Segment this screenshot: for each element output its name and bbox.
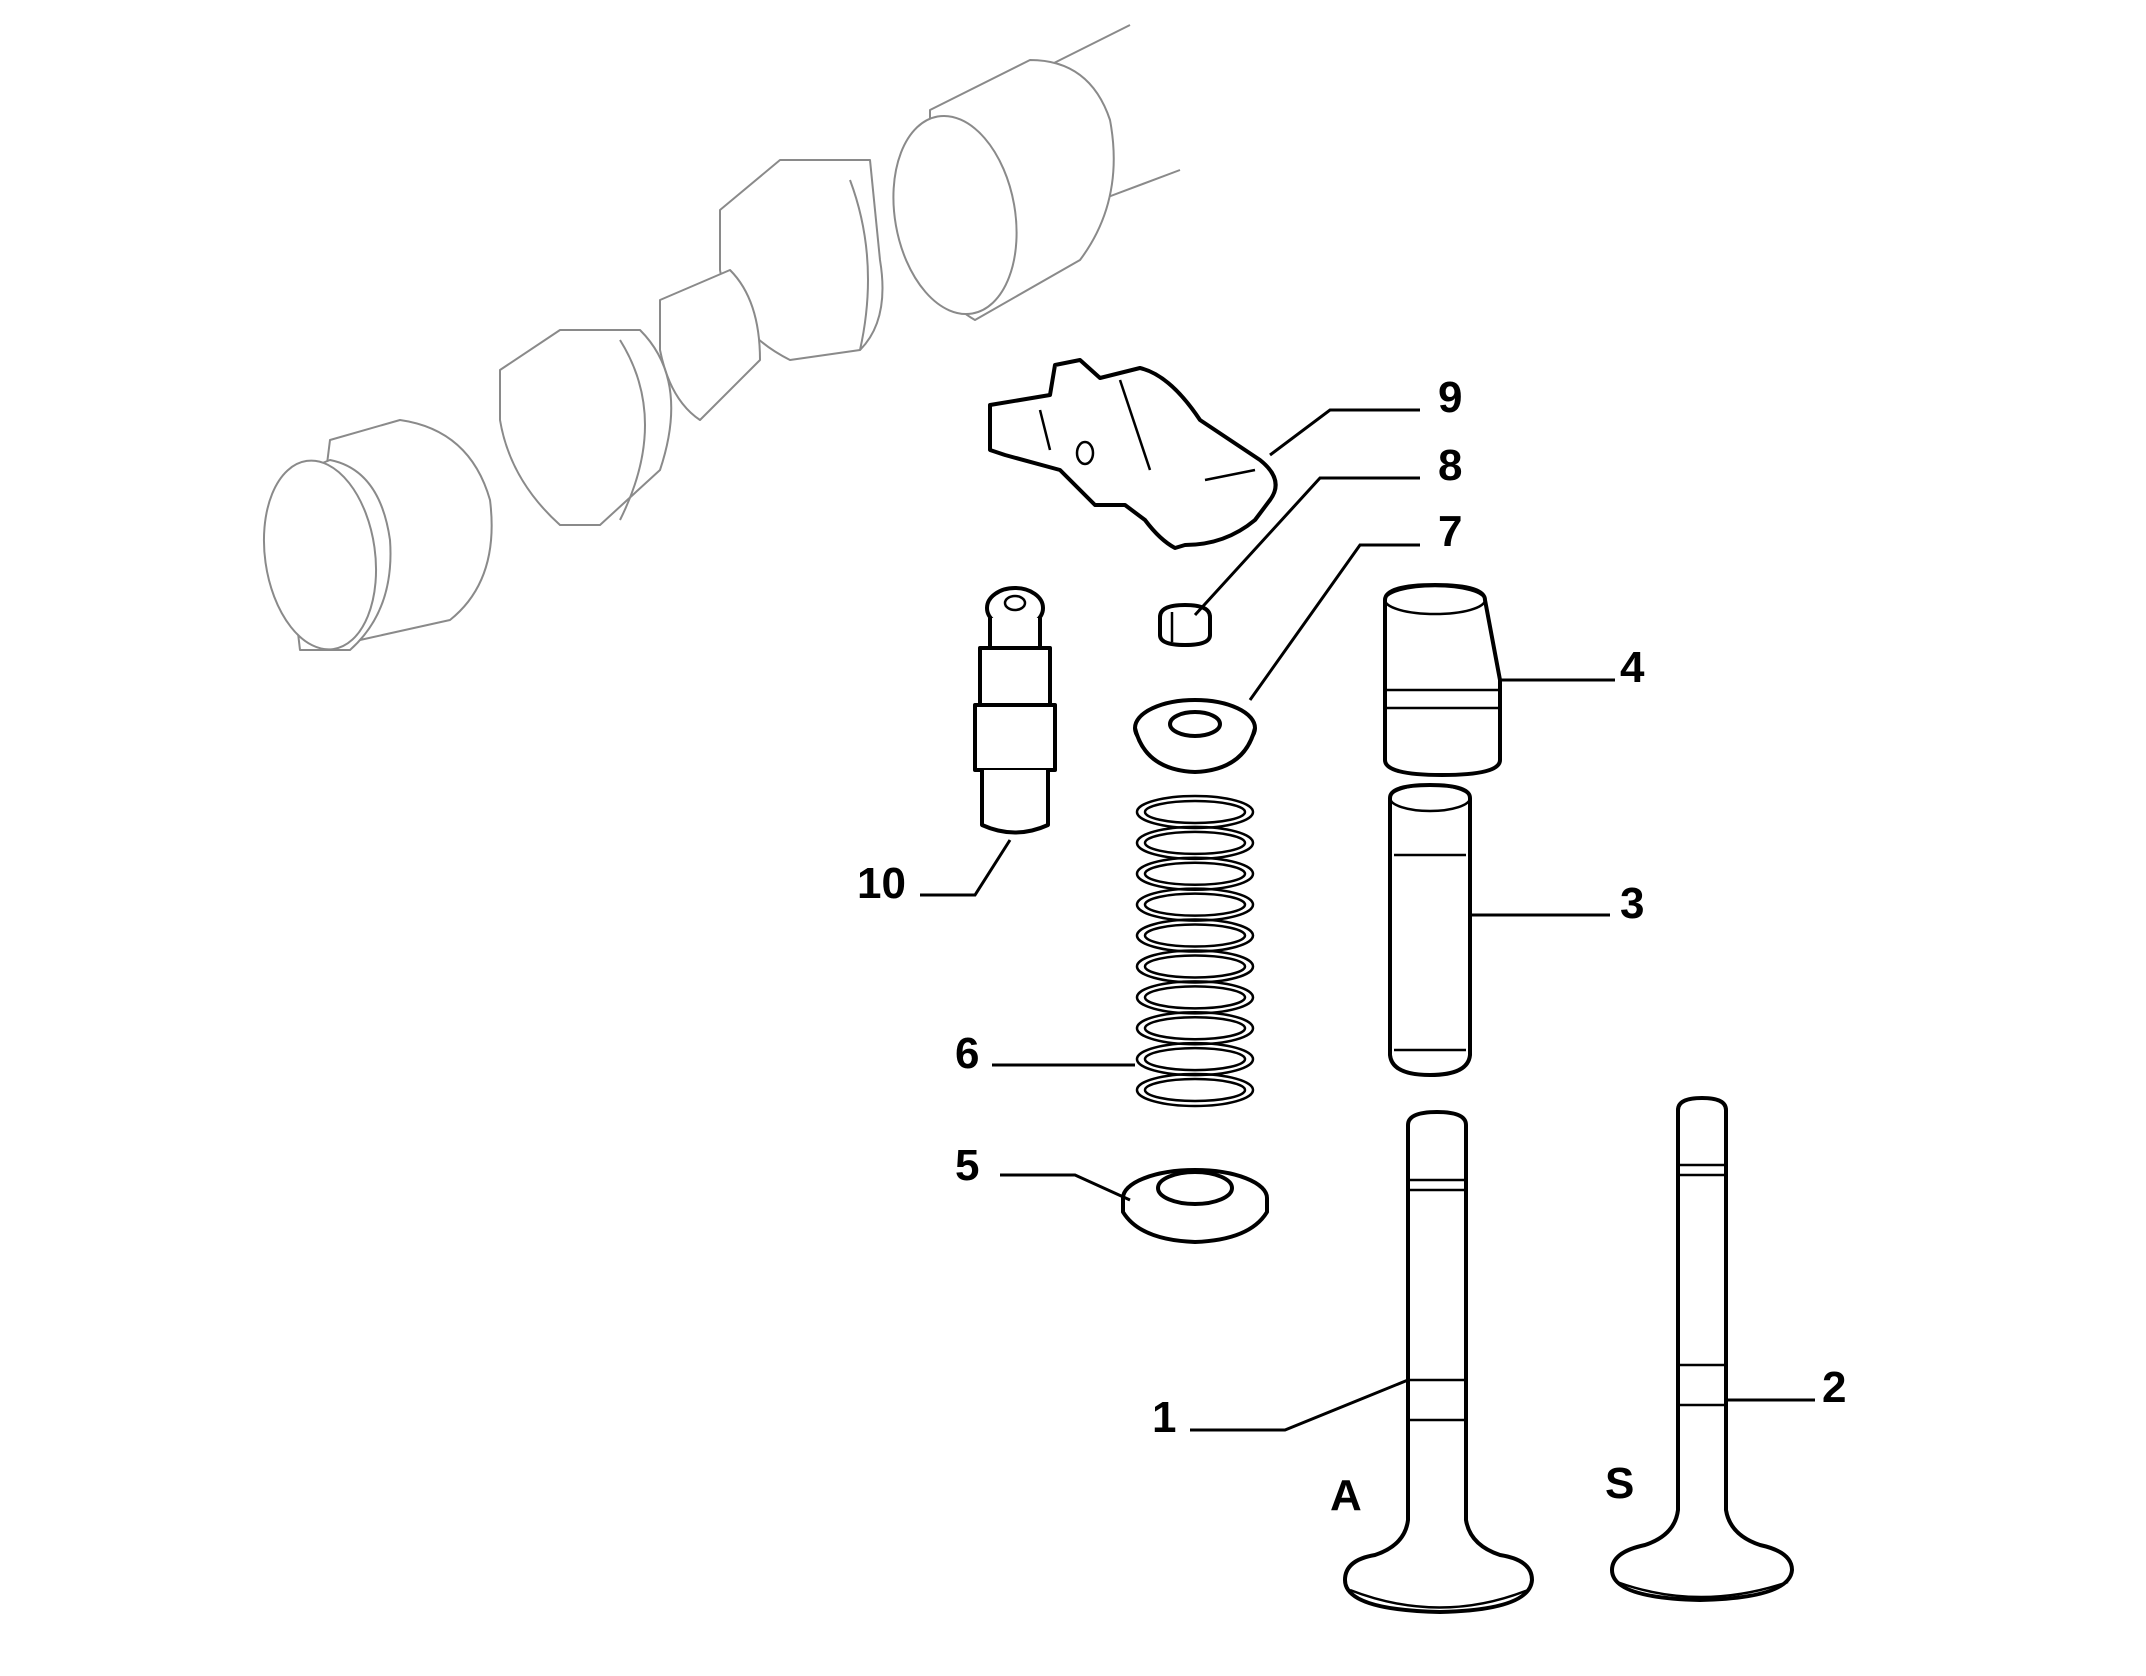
- spring-coil-inner: [1143, 1046, 1247, 1072]
- marker-intake-a: A: [1330, 1471, 1362, 1520]
- callout-1: 1: [1152, 1393, 1176, 1442]
- valve-guide: [1388, 783, 1472, 1077]
- spring-coil-inner: [1143, 954, 1247, 979]
- callout-7: 7: [1438, 507, 1462, 556]
- leader-1: [1190, 1378, 1409, 1432]
- spring-coil-inner: [1143, 923, 1247, 948]
- spring-coil-inner: [1143, 1015, 1247, 1041]
- spring-coil-inner: [1143, 1077, 1247, 1103]
- callout-10: 10: [857, 859, 906, 908]
- callouts: 9 8 7 4 3 10 6 5 1 2 A S: [857, 373, 1846, 1520]
- intake-valve: [1343, 1110, 1534, 1614]
- spring-coil: [1135, 1072, 1255, 1108]
- spring-retainer: [1133, 698, 1257, 774]
- leader-lines: [920, 408, 1815, 1432]
- exhaust-valve: [1610, 1096, 1794, 1602]
- leader-10: [920, 839, 1012, 897]
- callout-6: 6: [955, 1029, 979, 1078]
- spring-coil-inner: [1143, 985, 1247, 1010]
- callout-4: 4: [1620, 643, 1645, 692]
- valve-collet: [1158, 603, 1212, 647]
- spring-seat-washer: [1121, 1168, 1269, 1244]
- leader-7: [1248, 543, 1420, 701]
- callout-5: 5: [955, 1141, 979, 1190]
- rocker-arm: [988, 358, 1278, 550]
- spring-coil-inner: [1143, 861, 1247, 887]
- leader-8: [1193, 476, 1420, 617]
- callout-8: 8: [1438, 441, 1462, 490]
- leader-9: [1269, 408, 1420, 457]
- valve-stem-seal: [1383, 583, 1502, 777]
- leader-5: [1000, 1173, 1131, 1202]
- spring-coil-inner: [1143, 892, 1247, 917]
- callout-9: 9: [1438, 373, 1462, 422]
- callout-2: 2: [1822, 1363, 1846, 1412]
- valve-spring: [1135, 794, 1255, 1108]
- hydraulic-tappet: [973, 586, 1057, 835]
- spring-coil-inner: [1143, 799, 1247, 825]
- spring-coil-inner: [1143, 830, 1247, 856]
- camshaft: [262, 24, 1181, 651]
- callout-3: 3: [1620, 879, 1644, 928]
- marker-exhaust-s: S: [1605, 1459, 1634, 1508]
